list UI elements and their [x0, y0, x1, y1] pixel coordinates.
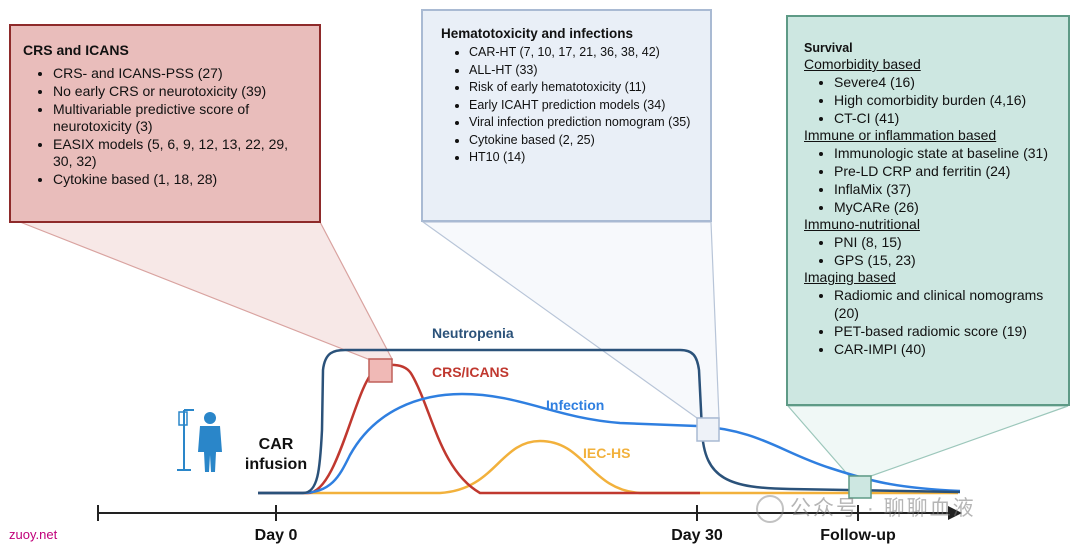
list-item: ALL-HT (33) [469, 62, 700, 79]
infection-label: Infection [546, 397, 604, 413]
list-item: Early ICAHT prediction models (34) [469, 97, 700, 114]
list-item: Cytokine based (1, 18, 28) [53, 171, 309, 188]
hema-connector [421, 221, 720, 419]
list-item: CAR-IMPI (40) [834, 340, 1058, 358]
list-item: Cytokine based (2, 25) [469, 132, 700, 149]
survival-box: Survival Comorbidity based Severe4 (16) … [786, 15, 1070, 406]
patient-infusion-icon [177, 409, 222, 472]
car-infusion-label-line2: infusion [245, 456, 307, 473]
crs-icans-curve [258, 363, 700, 495]
list-item: HT10 (14) [469, 149, 700, 166]
survival-group-heading: Immuno-nutritional [804, 216, 920, 232]
survival-group-list: PNI (8, 15) GPS (15, 23) [804, 233, 1058, 269]
survival-connector [786, 405, 1069, 477]
survival-group-heading: Immune or inflammation based [804, 127, 997, 143]
list-item: PNI (8, 15) [834, 233, 1058, 251]
list-item: No early CRS or neurotoxicity (39) [53, 83, 309, 100]
crs-icans-box: CRS and ICANS CRS- and ICANS-PSS (27) No… [9, 24, 321, 223]
list-item: Immunologic state at baseline (31) [834, 144, 1058, 162]
survival-group-list: Severe4 (16) High comorbidity burden (4,… [804, 73, 1058, 127]
source-watermark: zuoy.net [9, 527, 58, 542]
hematotoxicity-box: Hematotoxicity and infections CAR-HT (7,… [421, 9, 712, 222]
list-item: CAR-HT (7, 10, 17, 21, 36, 38, 42) [469, 44, 700, 61]
list-item: Viral infection prediction nomogram (35) [469, 114, 700, 131]
survival-title: Survival [804, 41, 853, 55]
survival-group-heading: Comorbidity based [804, 56, 921, 72]
survival-marker [848, 475, 872, 499]
infection-curve [258, 392, 961, 495]
survival-group-heading: Imaging based [804, 269, 896, 285]
iec-hs-curve [258, 439, 958, 495]
wechat-icon [756, 495, 784, 524]
timeline-arrowhead [948, 506, 962, 520]
hema-marker [696, 417, 720, 442]
crs-marker [368, 358, 393, 383]
crs-connector [19, 221, 393, 360]
list-item: Multivariable predictive score of neurot… [53, 101, 309, 135]
crs-icans-title: CRS and ICANS [23, 42, 129, 58]
neutropenia-label: Neutropenia [432, 325, 514, 341]
neutropenia-curve [258, 348, 961, 495]
list-item: MyCARe (26) [834, 198, 1058, 216]
list-item: InflaMix (37) [834, 180, 1058, 198]
list-item: Radiomic and clinical nomograms (20) [834, 286, 1058, 322]
list-item: EASIX models (5, 6, 9, 12, 13, 22, 29, 3… [53, 136, 309, 170]
list-item: Pre-LD CRP and ferritin (24) [834, 162, 1058, 180]
overlay-watermark: 公众号 · 聊聊血液 [756, 492, 976, 524]
list-item: Risk of early hematotoxicity (11) [469, 79, 700, 96]
crs-icans-label: CRS/ICANS [432, 364, 509, 380]
hematotoxicity-title: Hematotoxicity and infections [441, 26, 634, 41]
list-item: CT-CI (41) [834, 109, 1058, 127]
list-item: Severe4 (16) [834, 73, 1058, 91]
crs-icans-list: CRS- and ICANS-PSS (27) No early CRS or … [23, 65, 309, 188]
list-item: CRS- and ICANS-PSS (27) [53, 65, 309, 82]
overlay-watermark-text: 公众号 · 聊聊血液 [790, 497, 976, 520]
hematotoxicity-list: CAR-HT (7, 10, 17, 21, 36, 38, 42) ALL-H… [441, 44, 700, 166]
survival-group-list: Radiomic and clinical nomograms (20) PET… [804, 286, 1058, 358]
list-item: High comorbidity burden (4,16) [834, 91, 1058, 109]
list-item: GPS (15, 23) [834, 251, 1058, 269]
tick-label-day30: Day 30 [671, 527, 723, 544]
iec-hs-label: IEC-HS [583, 445, 630, 461]
car-infusion-label-line1: CAR [259, 436, 294, 453]
list-item: PET-based radiomic score (19) [834, 322, 1058, 340]
tick-label-day0: Day 0 [255, 527, 298, 544]
survival-group-list: Immunologic state at baseline (31) Pre-L… [804, 144, 1058, 216]
tick-label-followup: Follow-up [820, 527, 896, 544]
